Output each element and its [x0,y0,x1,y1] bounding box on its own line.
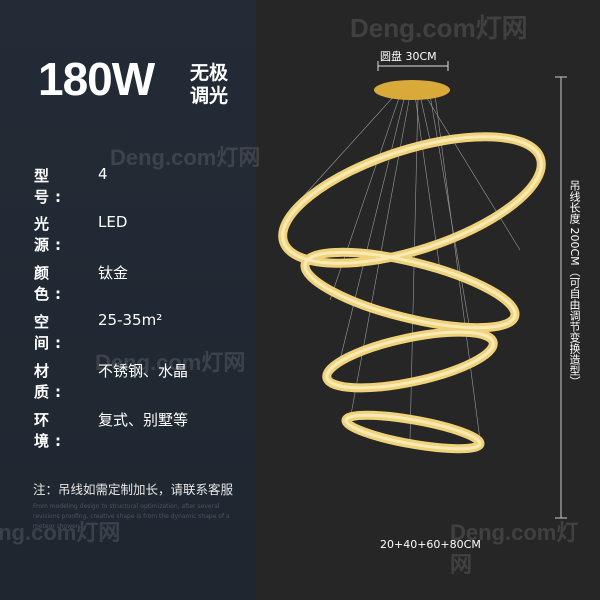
rings [278,132,546,454]
fine-print: From modeling design to structural optim… [33,503,230,530]
spec-row: 材 质:不锈钢、水晶 [34,362,189,401]
ring-sizes-label: 20+40+60+80CM [380,538,481,551]
customization-note: 注：吊线如需定制加长，请联系客服 [33,482,234,497]
spec-row: 颜 色:钛金 [34,264,129,303]
watermark: Deng.com灯网 [110,145,261,170]
dimming-label: 无极调光 [190,62,229,107]
spec-row: 型 号:4 [34,165,108,206]
spec-panel [0,0,256,600]
watermark: Deng.com灯网 [95,350,246,375]
watermark: Deng.com灯网 [450,520,579,577]
canopy-dimension-label: 圆盘 30CM [380,50,437,63]
cable-dimension-label: 吊线长度 200CM（可自由调节变换造型） [568,180,581,387]
canopy [374,80,450,100]
spec-row: 光 源:LED [34,213,128,254]
spec-row: 环 境:复式、别墅等 [34,411,189,450]
spec-row: 空 间:25-35m² [34,311,163,352]
watermark: Deng.com灯网 [350,13,528,43]
watermark: Deng.com灯网 [0,520,121,545]
power-title: 180W [38,53,155,105]
